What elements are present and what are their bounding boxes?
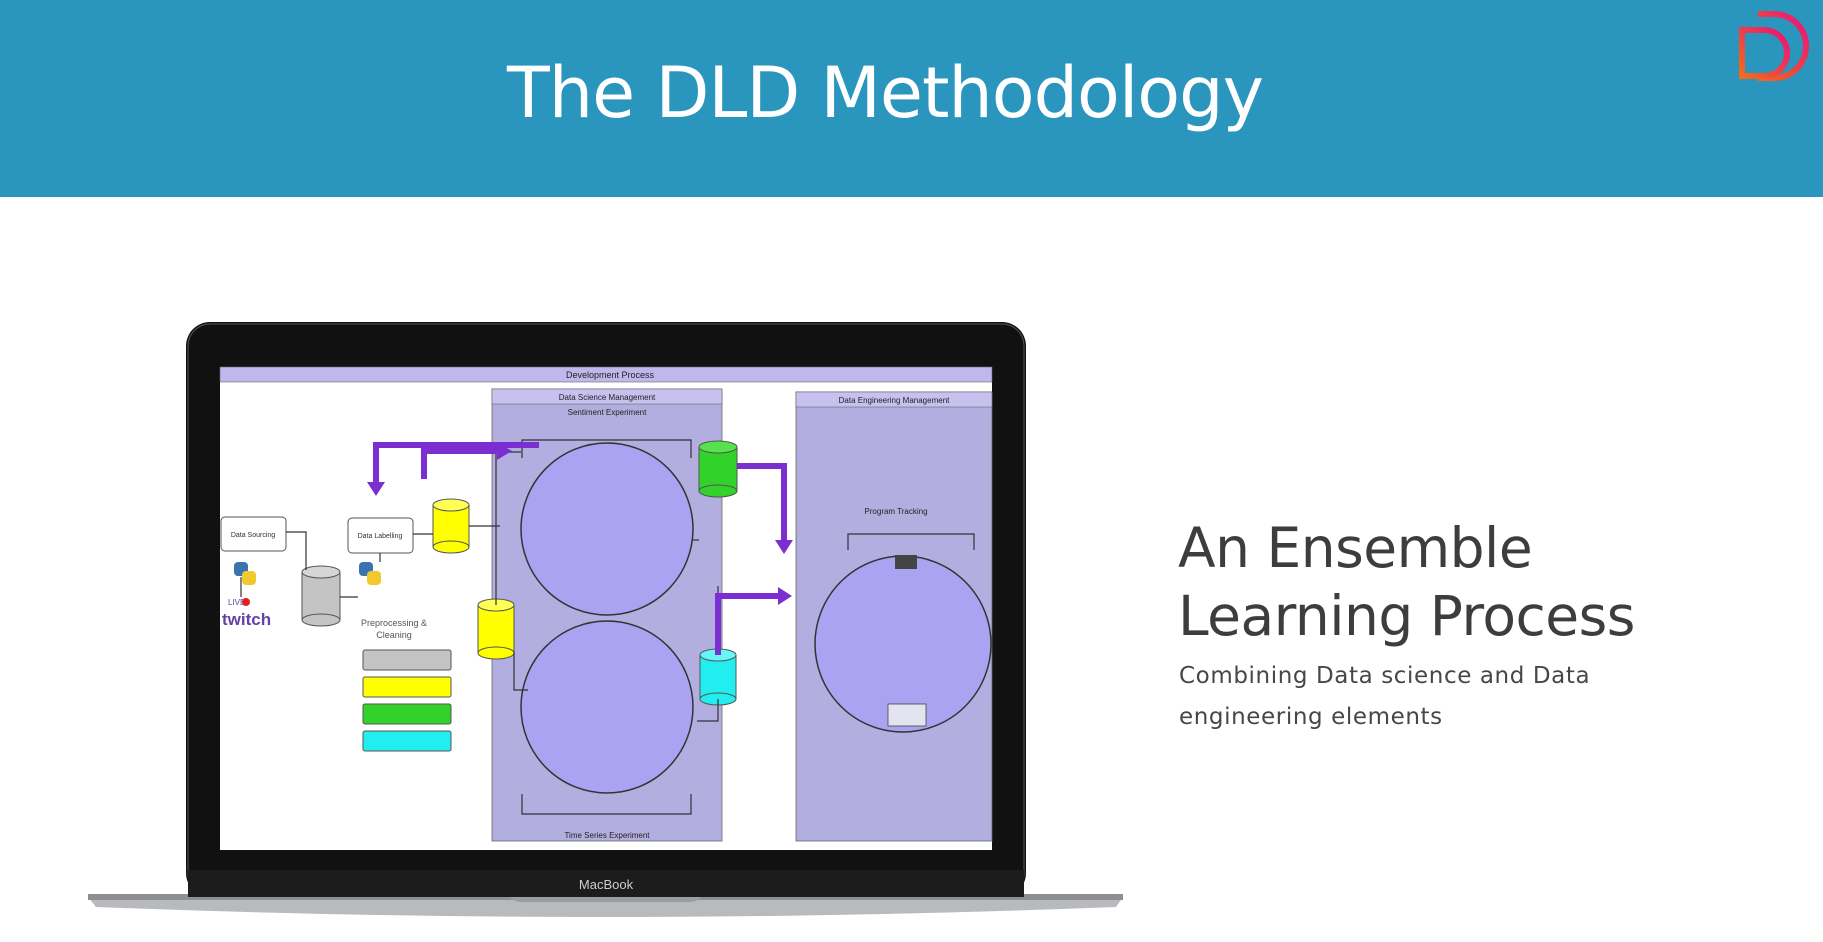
sentiment-cycle <box>520 442 694 616</box>
time-series-cycle <box>520 620 694 794</box>
svg-text:Preprocessing &: Preprocessing & <box>361 618 427 628</box>
data-sourcing-box <box>220 516 287 552</box>
svg-text:Sentiment Experiment: Sentiment Experiment <box>568 408 647 417</box>
page-title: The DLD Methodology <box>507 52 1264 134</box>
svg-text:Program Tracking: Program Tracking <box>864 507 927 516</box>
python-icon <box>359 562 381 585</box>
slide-header: The DLD Methodology <box>0 0 1823 197</box>
dld-logo-icon <box>1739 11 1809 81</box>
diagram-title: Development Process <box>566 370 655 380</box>
laptop-mockup: MacBook Development Process Data Science… <box>88 322 1123 917</box>
headline-line-2: Learning Process <box>1178 584 1635 648</box>
python-icon <box>234 562 256 585</box>
legend-yellow <box>362 676 452 698</box>
svg-text:Data Engineering Management: Data Engineering Management <box>839 396 951 405</box>
svg-text:Data Sourcing: Data Sourcing <box>231 532 275 539</box>
ensemble-subtitle: Combining Data science and Data engineer… <box>1179 656 1659 738</box>
legend-grey <box>362 649 452 671</box>
twitch-logo: twitch <box>222 610 271 629</box>
svg-text:Data Science Management: Data Science Management <box>559 393 656 402</box>
headline-line-1: An Ensemble <box>1178 516 1533 580</box>
legend-cyan <box>362 730 452 752</box>
svg-text:Data Labelling: Data Labelling <box>358 533 403 540</box>
legend-green <box>362 703 452 725</box>
subtitle-line-2: engineering elements <box>1179 704 1443 730</box>
screen-diagram: Development Process Data Science Managem… <box>219 366 993 850</box>
subtitle-line-1: Combining Data science and Data <box>1179 663 1591 689</box>
ensemble-headline: An Ensemble Learning Process <box>1178 514 1738 650</box>
laptop-base <box>88 897 1123 917</box>
svg-text:LIVE: LIVE <box>228 598 245 607</box>
svg-text:Cleaning: Cleaning <box>376 630 412 640</box>
svg-text:Time Series Experiment: Time Series Experiment <box>564 831 650 840</box>
laptop-brand: MacBook <box>579 877 634 892</box>
